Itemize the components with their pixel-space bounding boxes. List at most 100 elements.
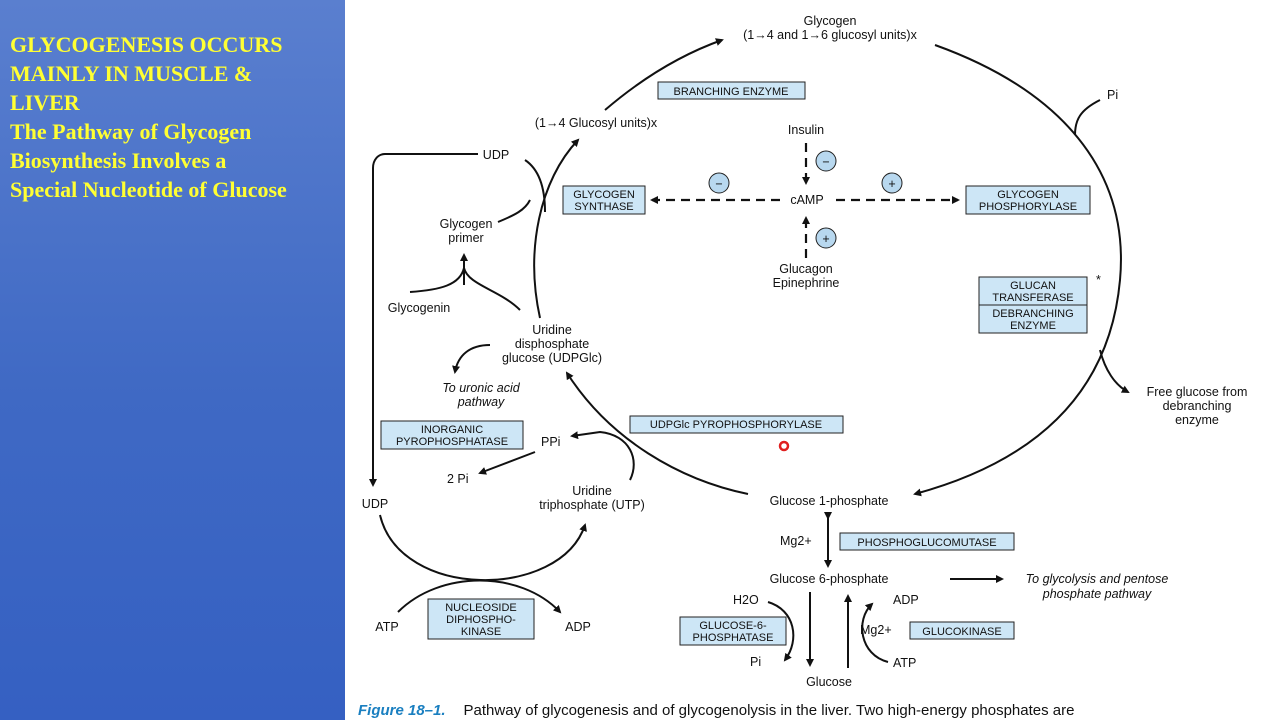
label-glucose: Glucose — [806, 675, 852, 689]
label-glucose-1-phosphate: Glucose 1-phosphate — [770, 494, 889, 508]
label-mg-right: Mg2+ — [860, 623, 892, 637]
label-udp: UDP — [483, 148, 509, 162]
label-epinephrine: Epinephrine — [773, 276, 840, 290]
label-glucose-6-phosphate: Glucose 6-phosphate — [770, 572, 889, 586]
label-adp: ADP — [565, 620, 591, 634]
enzyme-glucokinase: GLUCOKINASE — [909, 621, 1015, 640]
label-udpglc: disphosphate — [515, 337, 589, 351]
label-udpglc: glucose (UDPGlc) — [502, 351, 602, 365]
svg-text:PHOSPHOGLUCOMUTASE: PHOSPHOGLUCOMUTASE — [857, 537, 996, 549]
arrow-atp-adp-right — [861, 602, 889, 663]
svg-text:SYNTHASE: SYNTHASE — [574, 201, 633, 213]
label-mg: Mg2+ — [780, 534, 812, 548]
plus-sign-icon: + — [815, 227, 837, 249]
label-adp-right: ADP — [893, 593, 919, 607]
svg-text:PHOSPHATASE: PHOSPHATASE — [693, 632, 774, 644]
label-glycogen-units: (1→4 and 1→6 glucosyl units)x — [743, 28, 917, 42]
title-line: MAINLY IN MUSCLE & — [10, 61, 253, 86]
figure-label: Figure 18–1. — [358, 702, 446, 719]
label-glycogen-primer: primer — [448, 231, 483, 245]
svg-text:PYROPHOSPHATASE: PYROPHOSPHATASE — [396, 436, 508, 448]
label-pi: Pi — [1107, 88, 1118, 102]
title-line: LIVER — [10, 90, 80, 115]
label-glycolysis: phosphate pathway — [1042, 587, 1152, 601]
slide-title: GLYCOGENESIS OCCURS MAINLY IN MUSCLE & L… — [10, 30, 340, 204]
label-glucosyl-units: (1→4 Glucosyl units)x — [535, 116, 658, 130]
svg-text:ENZYME: ENZYME — [1010, 320, 1056, 332]
plus-sign-icon: + — [881, 172, 903, 194]
enzyme-udpglc-pyrophosphorylase: UDPGlc PYROPHOSPHORYLASE — [629, 415, 844, 434]
svg-text:DIPHOSPHO-: DIPHOSPHO- — [446, 614, 516, 626]
enzyme-branching: BRANCHING ENZYME — [657, 81, 806, 100]
label-utp: Uridine — [572, 484, 612, 498]
svg-text:+: + — [888, 177, 895, 191]
label-glycolysis: To glycolysis and pentose — [1026, 572, 1169, 586]
svg-text:INORGANIC: INORGANIC — [421, 424, 483, 436]
title-line: The Pathway of Glycogen — [10, 119, 252, 144]
minus-sign-icon: − — [708, 172, 730, 194]
arrow-free-glucose — [1099, 349, 1130, 393]
arrow-udp-to-utp — [379, 514, 587, 582]
label-free-glucose: debranching — [1163, 399, 1232, 413]
label-ppi: PPi — [541, 435, 560, 449]
enzyme-phosphoglucomutase: PHOSPHOGLUCOMUTASE — [839, 532, 1015, 551]
arrow-uronic — [452, 344, 491, 374]
minus-sign-icon: − — [815, 150, 837, 172]
svg-text:BRANCHING ENZYME: BRANCHING ENZYME — [674, 86, 789, 98]
label-udpglc: Uridine — [532, 323, 572, 337]
caption-text: Pathway of glycogenesis and of glycogeno… — [463, 702, 1075, 719]
label-h2o: H2O — [733, 593, 759, 607]
enzyme-glucose-6-phosphatase: GLUCOSE-6-PHOSPHATASE — [679, 616, 787, 646]
arrow-h2o — [767, 601, 795, 662]
svg-text:GLUCOSE-6-: GLUCOSE-6- — [699, 620, 767, 632]
arrow-udpglc-to-glucosyl — [533, 138, 580, 319]
arrow-glucosyl-to-glycogen — [604, 38, 724, 111]
arrow-ppi-2pi — [478, 451, 536, 475]
pointer-dot — [778, 440, 790, 452]
title-line: GLYCOGENESIS OCCURS — [10, 32, 283, 57]
label-atp-right: ATP — [893, 656, 916, 670]
label-glycogen-primer: Glycogen — [440, 217, 493, 231]
svg-text:−: − — [822, 155, 829, 169]
label-glycogen: Glycogen — [804, 14, 857, 28]
arrow-primer-in — [497, 199, 531, 223]
arrow-glycogen-to-g1p — [913, 44, 1122, 497]
title-line: Biosynthesis Involves a — [10, 148, 227, 173]
label-glucagon: Glucagon — [779, 262, 833, 276]
label-pi-bottom: Pi — [750, 655, 761, 669]
svg-text:GLUCAN: GLUCAN — [1010, 280, 1056, 292]
label-glycogenin: Glycogenin — [388, 301, 451, 315]
label-insulin: Insulin — [788, 123, 824, 137]
arrow-g1p-to-udpglc — [565, 371, 749, 495]
glycogen-pathway-diagram: − + − + BRANCHING ENZYME GLYCOGENSYNTHAS… — [362, 14, 1248, 689]
svg-text:+: + — [822, 232, 829, 246]
title-line: Special Nucleotide of Glucose — [10, 177, 287, 202]
label-camp: cAMP — [790, 193, 823, 207]
arrow-utp-ppi — [570, 430, 635, 481]
svg-text:TRANSFERASE: TRANSFERASE — [992, 292, 1073, 304]
arrow-udp-release — [524, 159, 546, 213]
svg-text:DEBRANCHING: DEBRANCHING — [992, 308, 1073, 320]
arrow-pi-in — [1074, 99, 1101, 136]
svg-text:PHOSPHORYLASE: PHOSPHORYLASE — [979, 201, 1077, 213]
svg-text:GLYCOGEN: GLYCOGEN — [573, 189, 635, 201]
label-utp: triphosphate (UTP) — [539, 498, 645, 512]
label-free-glucose: Free glucose from — [1147, 385, 1248, 399]
label-2pi: 2 Pi — [447, 472, 469, 486]
label-uronic-acid: To uronic acid — [442, 381, 520, 395]
svg-text:NUCLEOSIDE: NUCLEOSIDE — [445, 602, 517, 614]
label-atp: ATP — [375, 620, 398, 634]
svg-text:−: − — [715, 177, 722, 191]
svg-text:GLYCOGEN: GLYCOGEN — [997, 189, 1059, 201]
svg-text:KINASE: KINASE — [461, 626, 501, 638]
asterisk: * — [1096, 273, 1101, 287]
svg-text:GLUCOKINASE: GLUCOKINASE — [922, 626, 1001, 638]
label-uronic-acid: pathway — [457, 395, 505, 409]
label-udp-left: UDP — [362, 497, 388, 511]
figure-caption: Figure 18–1. Pathway of glycogenesis and … — [358, 702, 1074, 719]
